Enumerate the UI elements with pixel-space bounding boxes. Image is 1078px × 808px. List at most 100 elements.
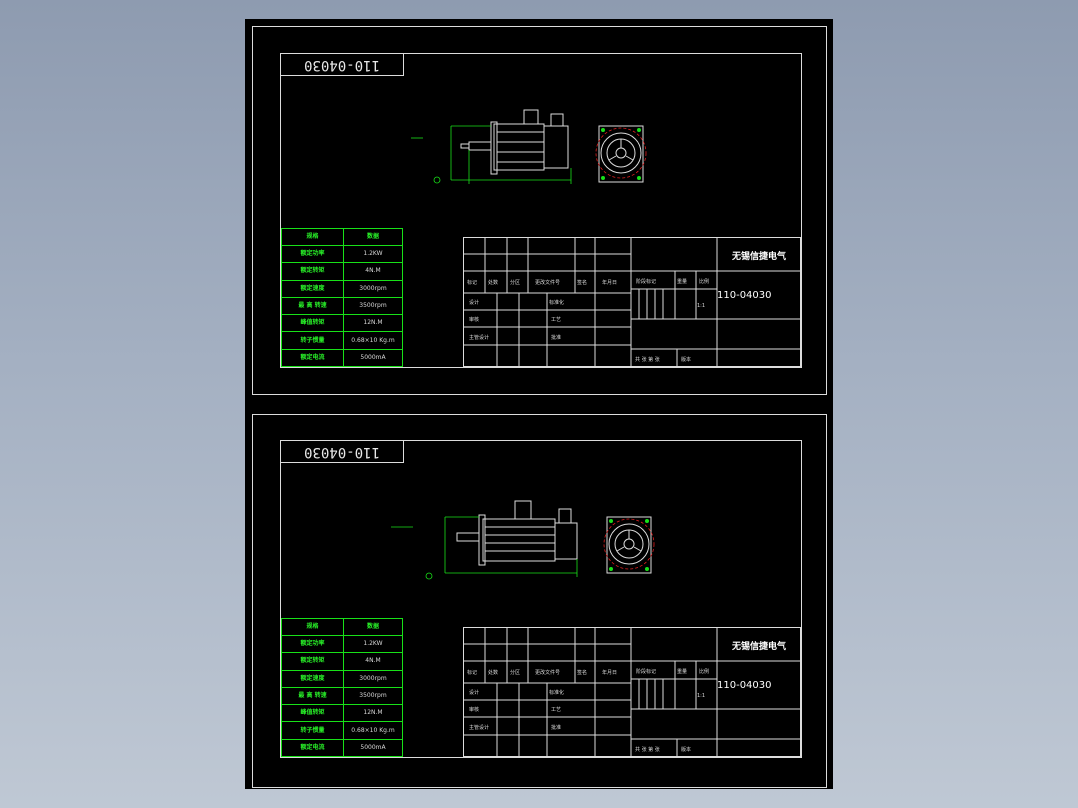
drawing-sheet-1: 110-04030 — [252, 26, 827, 395]
tb-label-change-doc: 更改文件号 — [535, 669, 560, 676]
drawing-code-box: 110-04030 — [281, 54, 404, 76]
tb-label-weight: 重量 — [677, 668, 687, 675]
param-key: 转子惯量 — [281, 331, 344, 350]
drawing-frame: 110-04030 — [280, 440, 802, 758]
param-key: 转子惯量 — [281, 721, 344, 740]
motor-side-view — [391, 491, 581, 591]
tb-label-sheets: 共 张 第 张 — [635, 356, 660, 363]
param-value: 4N.M — [343, 652, 403, 671]
param-value: 数据 — [343, 617, 403, 636]
param-key: 额定速度 — [281, 279, 344, 298]
tb-label-scale: 比例 — [699, 278, 709, 285]
tb-label-mark: 标记 — [467, 279, 477, 286]
param-value: 0.68×10 Kg.m — [343, 331, 403, 350]
tb-scale-value: 1:1 — [697, 693, 705, 699]
motor-front-view — [593, 120, 653, 190]
tb-label-std: 标准化 — [549, 299, 564, 306]
param-key: 峰值转矩 — [281, 704, 344, 723]
param-key: 额定电流 — [281, 348, 344, 368]
param-key: 额定转矩 — [281, 262, 344, 281]
param-key: 额定功率 — [281, 634, 344, 654]
param-key: 额定速度 — [281, 669, 344, 688]
tb-label-weight: 重量 — [677, 278, 687, 285]
tb-label-review: 审核 — [469, 316, 479, 323]
param-key: 峰值转矩 — [281, 314, 344, 333]
tb-label-std: 标准化 — [549, 689, 564, 696]
param-value: 0.68×10 Kg.m — [343, 721, 403, 740]
tb-label-mark: 标记 — [467, 669, 477, 676]
param-value: 1.2KW — [343, 244, 403, 264]
drawing-frame: 110-04030 — [280, 53, 802, 368]
tb-label-approve: 批准 — [551, 724, 561, 731]
tb-label-sign: 签名 — [577, 669, 587, 676]
tb-label-version: 版本 — [681, 746, 691, 753]
param-key: 规格 — [281, 227, 344, 246]
tb-label-chief: 主管设计 — [469, 334, 489, 341]
tb-label-zone: 分区 — [510, 279, 520, 286]
tb-label-stage-mark: 阶段标记 — [636, 278, 656, 285]
title-block: 标记 处数 分区 更改文件号 签名 年月日 设计 标准化 审核 工艺 主管设计 … — [463, 237, 801, 367]
tb-label-process: 工艺 — [551, 317, 561, 323]
param-value: 5000mA — [343, 348, 403, 368]
param-value: 4N.M — [343, 262, 403, 281]
drawing-sheet-2: 110-04030 — [252, 414, 827, 788]
param-key: 额定功率 — [281, 244, 344, 264]
param-value: 3000rpm — [343, 279, 403, 298]
tb-label-sign: 签名 — [577, 279, 587, 286]
param-key: 额定转矩 — [281, 652, 344, 671]
title-block: 标记 处数 分区 更改文件号 签名 年月日 设计 标准化 审核 工艺 主管设计 … — [463, 627, 801, 757]
motor-side-view — [411, 102, 581, 192]
tb-label-sheets: 共 张 第 张 — [635, 746, 660, 753]
tb-label-zone: 分区 — [510, 669, 520, 676]
tb-label-count: 处数 — [488, 669, 498, 676]
drawing-canvas: 110-04030 — [245, 19, 833, 789]
param-value: 3500rpm — [343, 296, 403, 316]
param-value: 5000mA — [343, 738, 403, 758]
tb-drawing-no: 110-04030 — [717, 290, 772, 301]
param-key: 额定电流 — [281, 738, 344, 758]
params-row: 规格数据 — [281, 227, 403, 246]
param-key: 规格 — [281, 617, 344, 636]
param-value: 12N.M — [343, 314, 403, 333]
tb-drawing-no: 110-04030 — [717, 680, 772, 691]
tb-company: 无锡信捷电气 — [731, 640, 786, 652]
params-row: 规格数据 — [281, 617, 403, 636]
param-value: 1.2KW — [343, 634, 403, 654]
drawing-code-box: 110-04030 — [281, 441, 404, 463]
tb-scale-value: 1:1 — [697, 303, 705, 309]
tb-label-date: 年月日 — [602, 279, 617, 286]
tb-label-change-doc: 更改文件号 — [535, 279, 560, 286]
tb-label-count: 处数 — [488, 279, 498, 286]
param-value: 3500rpm — [343, 686, 403, 706]
tb-label-chief: 主管设计 — [469, 724, 489, 731]
tb-label-version: 版本 — [681, 356, 691, 363]
tb-label-scale: 比例 — [699, 668, 709, 675]
tb-label-design: 设计 — [469, 689, 479, 696]
tb-label-approve: 批准 — [551, 334, 561, 341]
tb-company: 无锡信捷电气 — [731, 250, 786, 262]
drawing-code: 110-04030 — [304, 444, 380, 460]
drawing-code: 110-04030 — [304, 57, 380, 73]
param-value: 数据 — [343, 227, 403, 246]
tb-label-date: 年月日 — [602, 669, 617, 676]
param-key: 最 高 转速 — [281, 296, 344, 316]
param-value: 12N.M — [343, 704, 403, 723]
motor-front-view — [601, 511, 661, 581]
tb-label-design: 设计 — [469, 299, 479, 306]
